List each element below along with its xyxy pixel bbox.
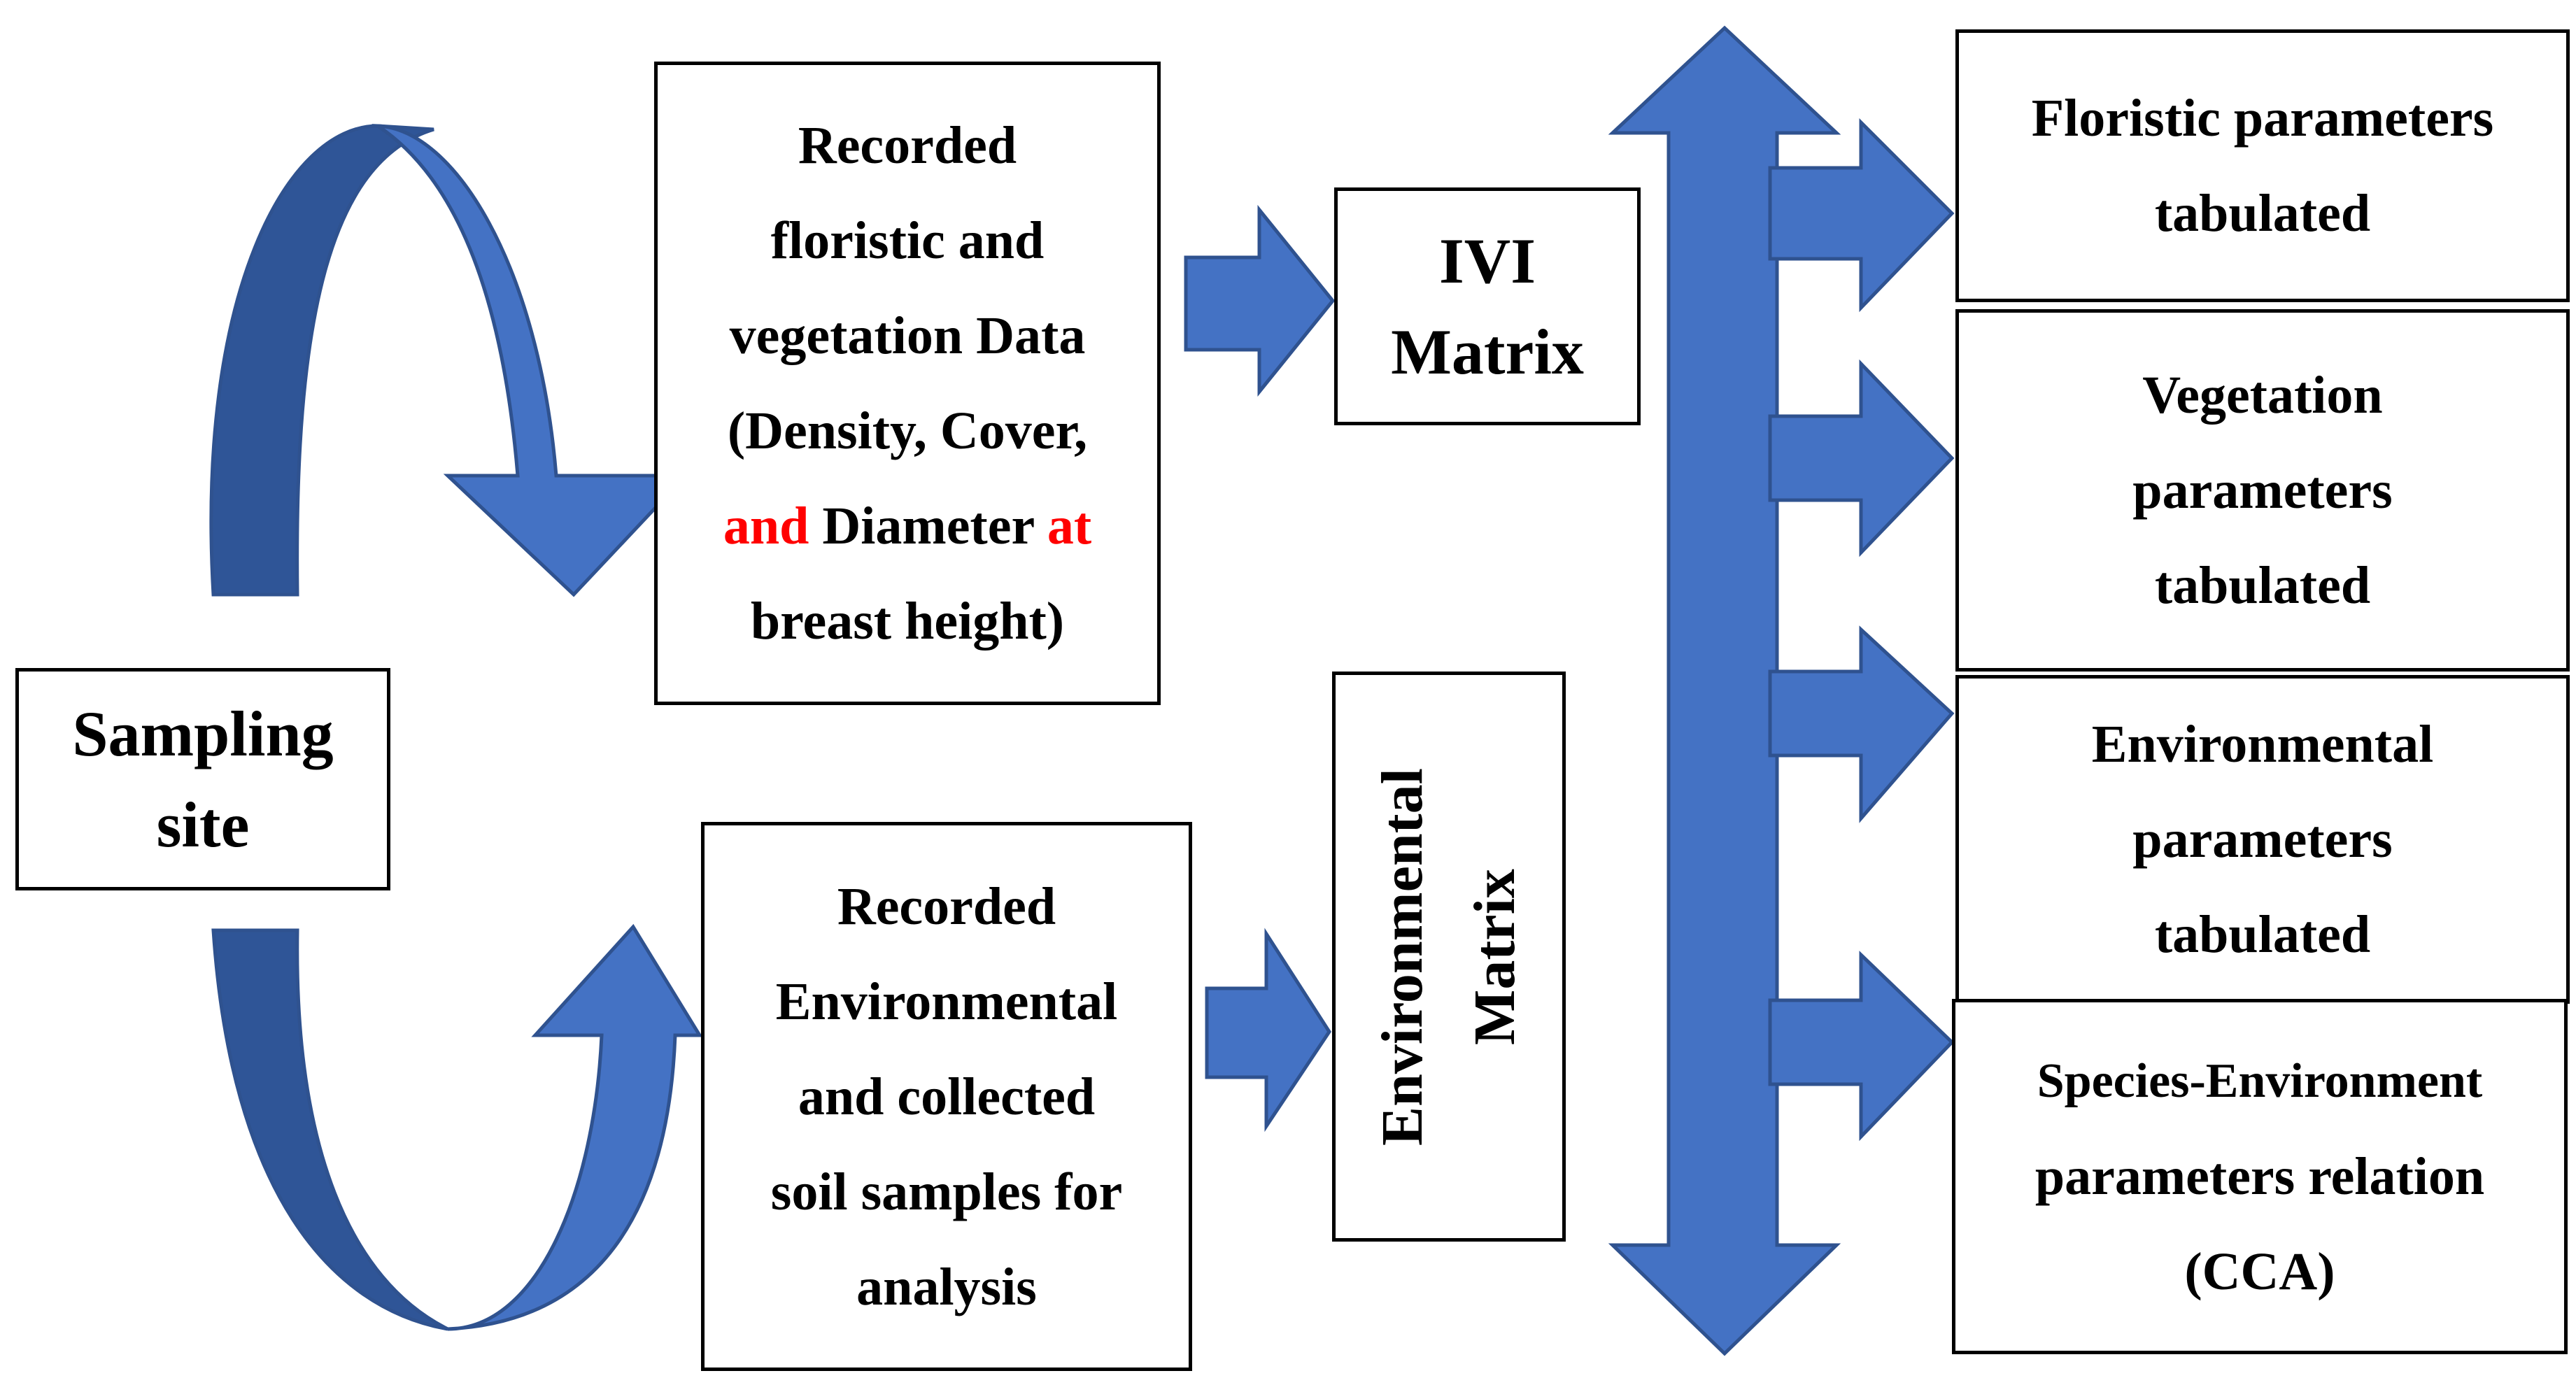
vegetation-tabulated-box: Vegetation parameters tabulated — [1955, 309, 2570, 672]
highlight-at: at — [1047, 497, 1092, 555]
arrow-to-ivi — [1184, 204, 1336, 397]
lower-curved-arrow — [211, 923, 703, 1331]
recorded-floristic-line5: and Diameter at — [723, 478, 1091, 574]
vegetation-tabulated-line2: parameters — [2132, 461, 2393, 520]
recorded-floristic-line1: Recorded — [798, 116, 1017, 175]
cca-relation-line2: parameters relation — [2034, 1147, 2485, 1206]
environmental-matrix-line1: Environmental — [1370, 767, 1435, 1146]
recorded-environmental-line2: Environmental — [775, 972, 1118, 1031]
arrow-to-floristic-tabulated — [1768, 118, 1955, 313]
sampling-site-line1: Sampling — [72, 698, 334, 769]
recorded-floristic-line2: floristic and — [770, 211, 1045, 270]
cca-relation-line1: Species-Environment — [2037, 1054, 2483, 1108]
ivi-matrix-line2: Matrix — [1391, 316, 1584, 388]
vegetation-tabulated-line1: Vegetation — [2142, 366, 2383, 425]
recorded-environmental-line5: analysis — [856, 1257, 1037, 1316]
floristic-tabulated-line2: tabulated — [2154, 184, 2371, 243]
recorded-environmental-box: Recorded Environmental and collected soi… — [701, 822, 1192, 1371]
environmental-matrix-line2: Matrix — [1462, 868, 1527, 1045]
environmental-tabulated-line3: tabulated — [2154, 905, 2371, 964]
lower-curved-arrow-front — [447, 923, 703, 1331]
environmental-tabulated-line2: parameters — [2132, 810, 2393, 869]
vegetation-tabulated-line3: tabulated — [2154, 556, 2371, 615]
recorded-floristic-line4: (Density, Cover, — [727, 402, 1088, 460]
environmental-matrix-box: Environmental Matrix — [1332, 672, 1566, 1242]
cca-relation-box: Species-Environment parameters relation … — [1952, 999, 2568, 1354]
recorded-environmental-line1: Recorded — [837, 876, 1056, 936]
highlight-and: and — [723, 497, 809, 555]
environmental-tabulated-line1: Environmental — [2091, 715, 2434, 774]
diameter-text: Diameter — [809, 497, 1047, 555]
arrow-to-vegetation-tabulated — [1768, 359, 1955, 557]
upper-curved-arrow — [209, 124, 690, 597]
arrow-to-cca-relation — [1768, 951, 1955, 1142]
floristic-tabulated-line1: Floristic parameters — [2031, 89, 2494, 148]
sampling-site-box: Sampling site — [15, 668, 390, 890]
arrow-to-env-matrix — [1205, 928, 1331, 1132]
recorded-floristic-line6: breast height) — [750, 592, 1065, 651]
recorded-environmental-line3: and collected — [798, 1067, 1096, 1126]
sampling-site-line2: site — [156, 789, 250, 860]
lower-curved-arrow-back — [211, 928, 449, 1331]
floristic-tabulated-box: Floristic parameters tabulated — [1955, 29, 2570, 302]
cca-relation-line3: (CCA) — [2184, 1242, 2335, 1301]
vertical-double-arrow — [1608, 25, 1841, 1356]
recorded-floristic-box: Recorded floristic and vegetation Data (… — [654, 62, 1161, 705]
ivi-matrix-line1: IVI — [1438, 225, 1536, 297]
recorded-floristic-line3: vegetation Data — [729, 306, 1086, 365]
environmental-tabulated-box: Environmental parameters tabulated — [1955, 675, 2570, 1004]
upper-curved-arrow-front — [371, 124, 690, 597]
arrow-to-environmental-tabulated — [1768, 625, 1955, 823]
upper-curved-arrow-back — [209, 124, 434, 597]
ivi-matrix-box: IVI Matrix — [1334, 187, 1641, 425]
environmental-matrix-text: Environmental Matrix — [1357, 698, 1541, 1216]
recorded-environmental-line4: soil samples for — [770, 1162, 1123, 1221]
